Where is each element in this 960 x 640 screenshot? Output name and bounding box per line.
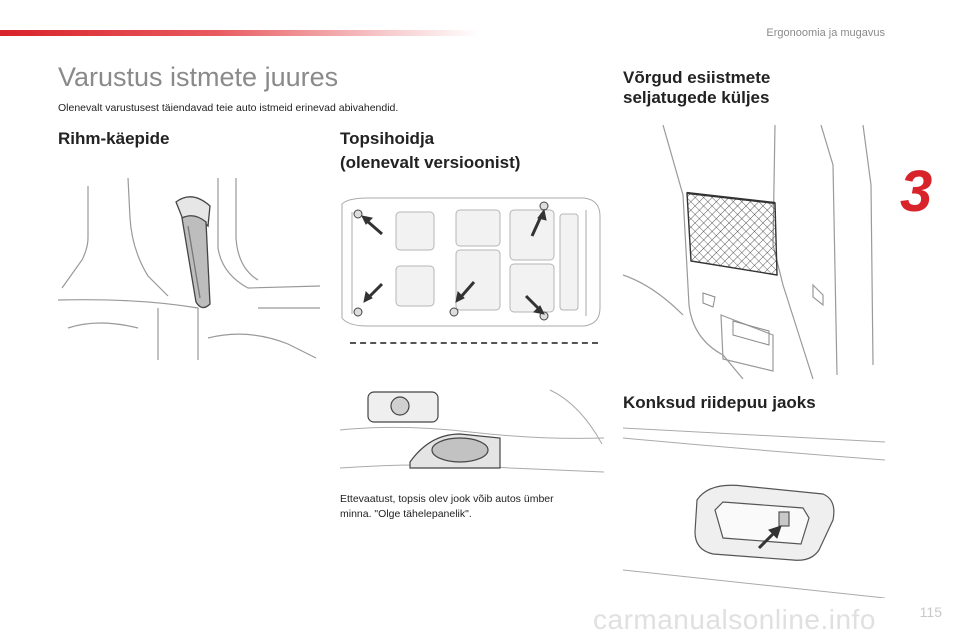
- cupholder-heading-line1: Topsihoidja: [340, 129, 435, 148]
- cupholder-detail-illustration: [340, 384, 604, 484]
- cupholder-floorplan-illustration: [338, 192, 604, 332]
- strap-heading: Rihm-käepide: [58, 129, 170, 148]
- seat-net-illustration: [623, 125, 885, 379]
- coat-hook-illustration: [623, 420, 885, 598]
- chapter-number: 3: [900, 159, 933, 224]
- cupholder-warning-line2: minna. "Olge tähelepanelik".: [340, 508, 472, 520]
- strap-illustration: [58, 178, 320, 363]
- cupholder-warning-line1: Ettevaatust, topsis olev jook võib autos…: [340, 493, 554, 505]
- dashed-separator: [350, 342, 598, 344]
- nets-heading-line2: seljatugede küljes: [623, 88, 770, 107]
- hooks-heading: Konksud riidepuu jaoks: [623, 393, 816, 412]
- section-label: Ergonoomia ja mugavus: [766, 27, 885, 39]
- header-accent-bar: [0, 30, 480, 36]
- page-number: 115: [919, 604, 942, 620]
- watermark: carmanualsonline.info: [593, 604, 876, 635]
- cupholder-heading-line2: (olenevalt versioonist): [340, 153, 521, 172]
- page-title: Varustus istmete juures: [58, 62, 339, 92]
- intro-text: Olenevalt varustusest täiendavad teie au…: [58, 102, 399, 114]
- nets-heading-line1: Võrgud esiistmete: [623, 68, 771, 87]
